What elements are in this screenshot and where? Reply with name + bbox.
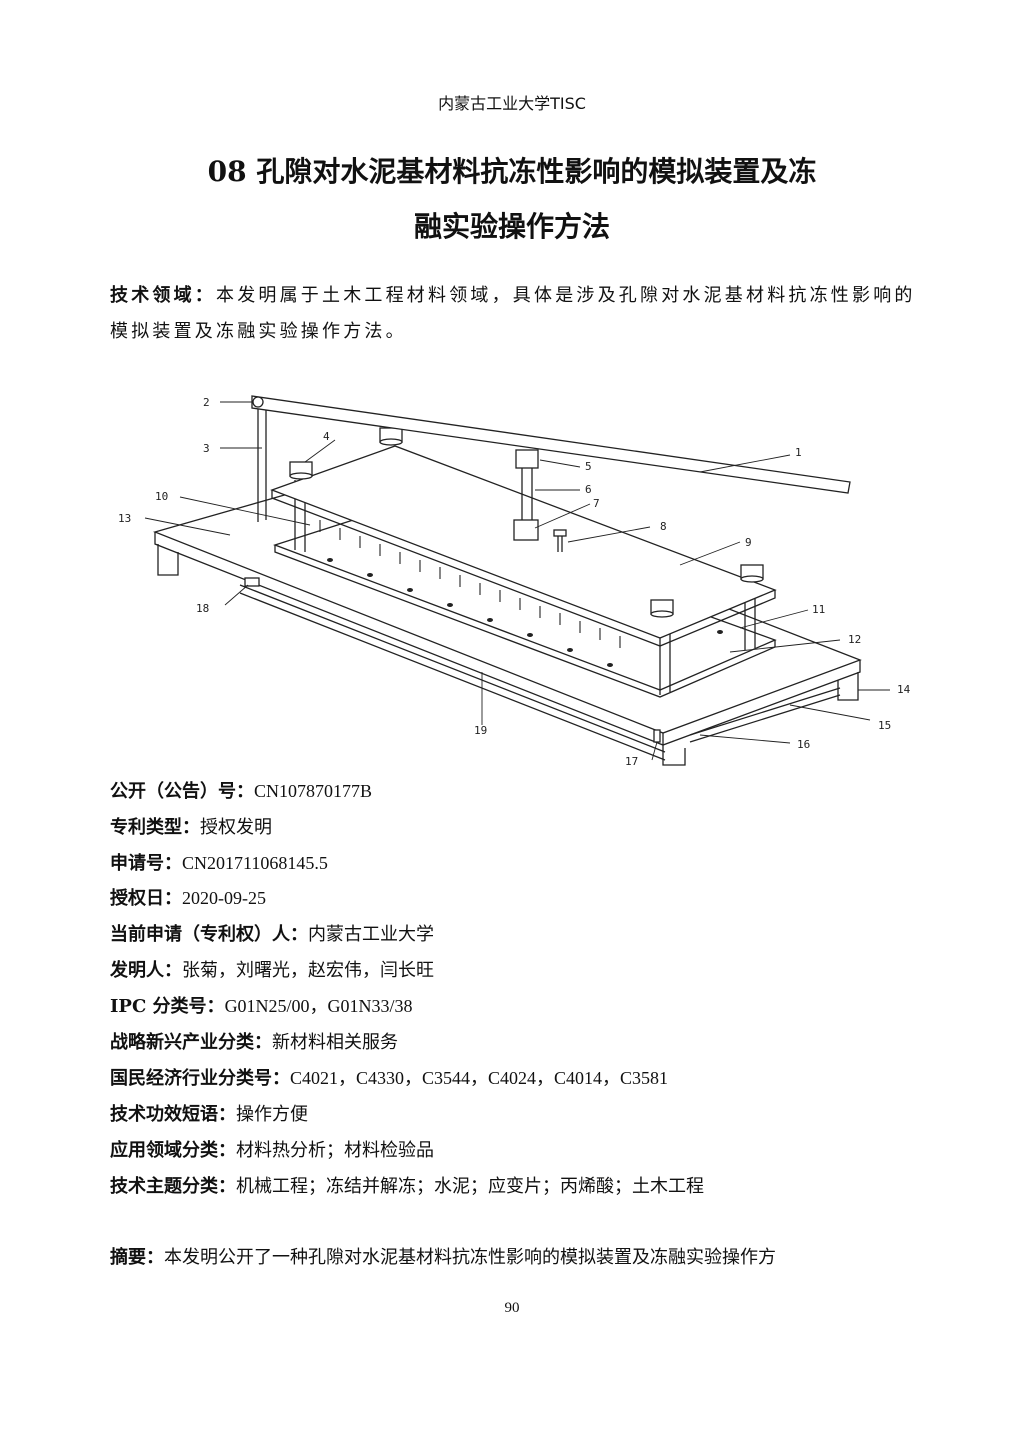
meta-strategic-industry: 战略新兴产业分类：新材料相关服务 bbox=[110, 1032, 398, 1053]
meta-publication-number: 公开（公告）号：CN107870177B bbox=[110, 781, 373, 802]
figure-label-14: 14 bbox=[897, 683, 911, 696]
figure-label-9: 9 bbox=[745, 536, 752, 549]
figure-label-3: 3 bbox=[203, 442, 210, 455]
figure-label-15: 15 bbox=[878, 719, 891, 732]
page-number: 90 bbox=[504, 1300, 520, 1316]
meta-ipc: IPC 分类号：G01N25/00，G01N33/38 bbox=[110, 996, 413, 1017]
figure-label-11: 11 bbox=[812, 603, 825, 616]
page-header: 内蒙古工业大学TISC bbox=[438, 94, 586, 113]
figure-label-2: 2 bbox=[203, 396, 210, 409]
meta-inventors: 发明人：张菊，刘曙光，赵宏伟，闫长旺 bbox=[110, 960, 434, 981]
figure-label-1: 1 bbox=[795, 446, 802, 459]
figure-label-17: 17 bbox=[625, 755, 638, 768]
tech-field-text: 本发明属于土木工程材料领域，具体是涉及孔隙对水泥基材料抗冻性影响的模拟装置及冻融… bbox=[110, 285, 916, 342]
document-title-line-2: 融实验操作方法 bbox=[413, 210, 610, 243]
meta-grant-date: 授权日：2020-09-25 bbox=[110, 888, 266, 909]
figure-label-5: 5 bbox=[585, 460, 592, 473]
apparatus-figure: 1 2 3 4 5 6 7 8 9 10 11 12 13 14 15 16 1… bbox=[118, 395, 911, 768]
tech-field-paragraph: 技术领域：本发明属于土木工程材料领域，具体是涉及孔隙对水泥基材料抗冻性影响的模拟… bbox=[110, 278, 920, 350]
figure-label-10: 10 bbox=[155, 490, 168, 503]
figure-label-13: 13 bbox=[118, 512, 131, 525]
abstract-paragraph: 摘要：本发明公开了一种孔隙对水泥基材料抗冻性影响的模拟装置及冻融实验操作方 bbox=[110, 1247, 776, 1268]
document-title-line-1: 08 孔隙对水泥基材料抗冻性影响的模拟装置及冻 bbox=[207, 155, 817, 188]
figure-label-12: 12 bbox=[848, 633, 861, 646]
meta-applicant: 当前申请（专利权）人：内蒙古工业大学 bbox=[110, 924, 434, 945]
figure-label-6: 6 bbox=[585, 483, 592, 496]
meta-industry-codes: 国民经济行业分类号：C4021，C4330，C3544，C4024，C4014，… bbox=[110, 1068, 669, 1089]
meta-tech-topics: 技术主题分类：机械工程；冻结并解冻；水泥；应变片；丙烯酸；土木工程 bbox=[110, 1176, 704, 1197]
figure-label-16: 16 bbox=[797, 738, 810, 751]
figure-label-8: 8 bbox=[660, 520, 667, 533]
figure-label-4: 4 bbox=[323, 430, 330, 443]
meta-application-field: 应用领域分类：材料热分析；材料检验品 bbox=[110, 1140, 434, 1161]
meta-patent-type: 专利类型：授权发明 bbox=[110, 817, 272, 838]
tech-field-label: 技术领域： bbox=[110, 285, 216, 306]
meta-efficacy: 技术功效短语：操作方便 bbox=[110, 1104, 308, 1125]
figure-label-7: 7 bbox=[593, 497, 600, 510]
meta-application-number: 申请号：CN201711068145.5 bbox=[110, 853, 328, 874]
figure-label-18: 18 bbox=[196, 602, 209, 615]
figure-label-19: 19 bbox=[474, 724, 487, 737]
